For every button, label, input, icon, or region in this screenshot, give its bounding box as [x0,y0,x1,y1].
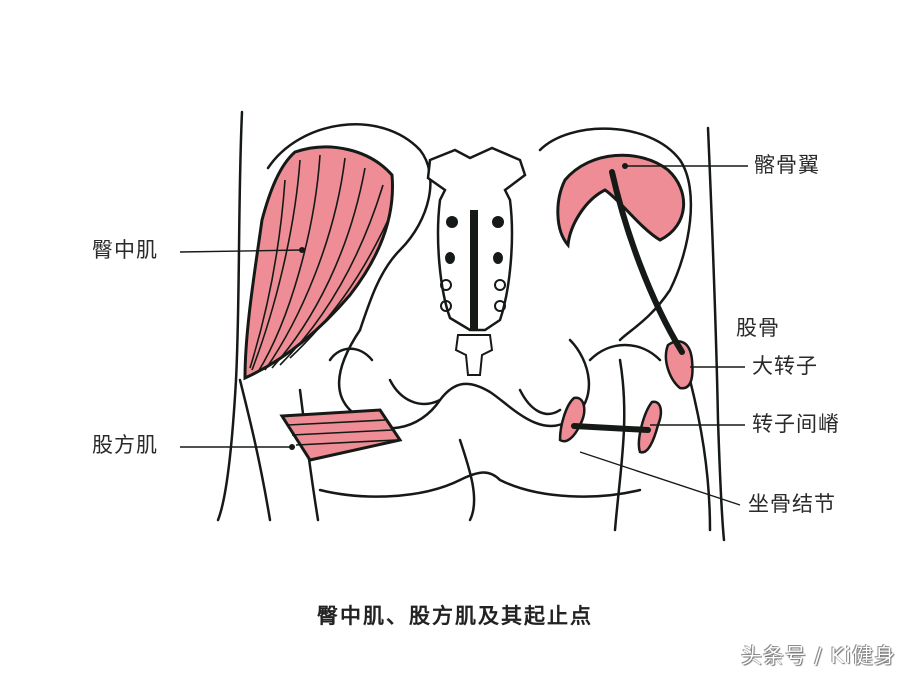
watermark: 头条号 / Ki健身 [740,644,896,668]
label-ischial-tuberosity: 坐骨结节 [748,492,836,516]
gluteus-medius-muscle [243,145,394,381]
label-femur: 股骨 [736,316,780,340]
label-intertrochanteric-crest: 转子间嵴 [752,412,840,436]
label-greater-trochanter: 大转子 [752,354,818,378]
label-gluteus-medius: 臀中肌 [92,238,158,262]
intertrochanteric-attachment [637,400,663,454]
figure-caption: 臀中肌、股方肌及其起止点 [317,604,593,628]
gluteus-medius-path [609,169,685,355]
ischial-attachment [558,396,586,443]
label-quadratus-femoris: 股方肌 [92,433,158,457]
quadratus-femoris-path [571,423,651,433]
sacrum [426,146,527,376]
quadratus-femoris-muscle [279,408,403,462]
label-iliac-wing: 髂骨翼 [754,153,820,177]
greater-trochanter-attachment [664,340,694,390]
